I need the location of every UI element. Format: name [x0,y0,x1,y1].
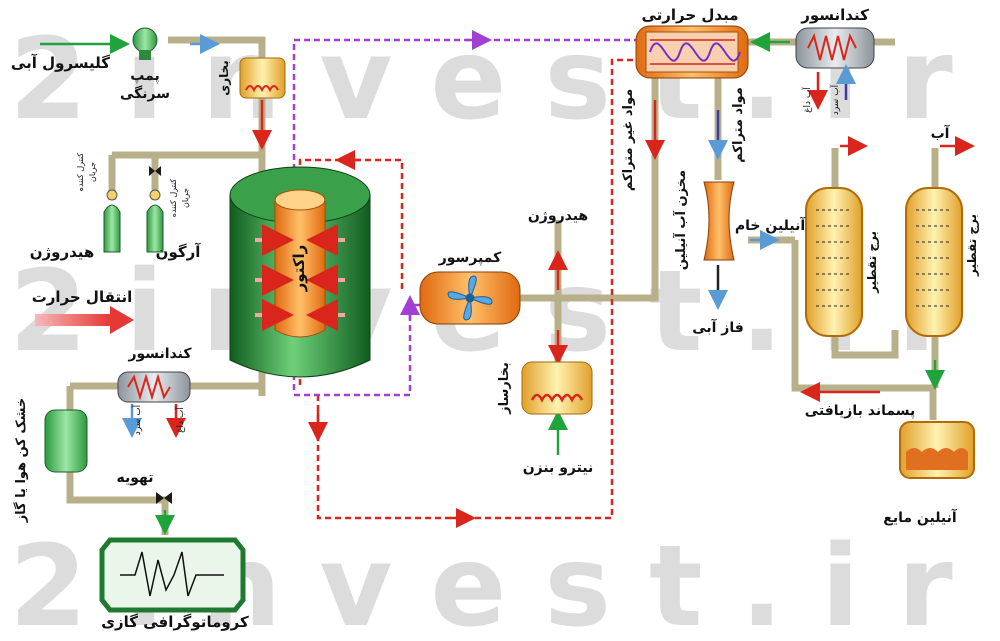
label-vent: تهویه [116,470,153,486]
label-raw-aniline: آنیلین خام [735,216,806,234]
label-reactor: راکتور [290,245,308,293]
label-heat-transfer: انتقال حرارت [32,288,133,306]
dryer-icon [44,409,88,473]
label-gas-chromatography: کروماتوگرافی گازی [101,613,249,631]
vent-valve-icon [156,492,172,504]
label-vaporizer-mid: بخارساز [497,362,512,415]
label-recycle-waste: پسماند بازیافتی [805,403,916,419]
label-dryer: خشک کن هوا یا گاز [13,398,29,524]
flow-arrows [40,30,975,535]
label-distillation-1: برج تقطیر [865,231,879,294]
syringe-pump-icon [132,27,158,60]
label-cold-water-left: آب سرد [131,404,143,435]
label-condenser-right: کندانسور [800,6,869,24]
label-liquid-aniline: آنیلین مایع [883,508,958,526]
label-pump-type: سرنگی [120,85,170,102]
compressor-icon [419,271,521,325]
label-condensable: مواد متراکم [731,87,746,163]
gas-chromatograph-icon [99,537,246,613]
label-aniline-water-tank: مخزن آب آنیلین [672,170,689,270]
label-flow-ctrl-1b: جریان [88,162,97,182]
label-compressor: کمپرسور [438,250,502,266]
label-non-condensable: مواد غیر متراکم [621,89,636,191]
label-argon-cylinder: آرگون [156,243,202,261]
distillation-column-2-icon [905,187,963,337]
condenser-left-icon [117,371,191,438]
hydrogen-cylinder-icon [103,189,121,253]
label-cold-water-right: آب سرد [829,84,841,115]
argon-cylinder-icon [146,189,164,253]
label-glycerol: گلیسرول آبی [11,54,110,72]
condenser-right-icon [795,27,875,110]
label-vaporizer-top: بخاری [217,60,231,96]
vaporizer-icon [521,361,593,415]
label-nitrobenzene: نیترو بنزن [523,460,594,476]
distillation-column-1-icon [805,187,863,337]
label-hydrogen-cylinder: هیدروژن [30,243,95,261]
heat-exchanger-icon [635,25,749,79]
labels: گلیسرول آبی پمپ سرنگی بخاری کنترل کننده … [11,6,979,631]
liquid-aniline-tank-icon [899,421,975,479]
label-hydrogen-in: هیدروژن [528,208,588,224]
label-aqueous-phase: فاز آبی [692,318,744,336]
heat-transfer-arrow-icon [35,306,134,334]
label-hot-water-left: آب داغ [174,407,186,433]
valve-icon [149,166,161,176]
label-flow-ctrl-2b: جریان [181,188,190,208]
label-pump: پمپ [130,68,159,84]
top-heater-icon [239,57,286,99]
aniline-water-tank-icon [703,181,735,261]
label-hot-water-right: آب داغ [801,87,813,113]
label-flow-ctrl-2: کنترل کننده [169,179,178,218]
label-heat-exchanger: مبدل حرارتی [641,6,738,24]
label-flow-ctrl-1: کنترل کننده [76,153,85,192]
label-water-out: آب [931,124,951,142]
label-distillation-2: برج تقطیر [965,214,979,277]
label-condenser-left: کندانسور [127,346,192,362]
reactor-icon [229,166,371,378]
